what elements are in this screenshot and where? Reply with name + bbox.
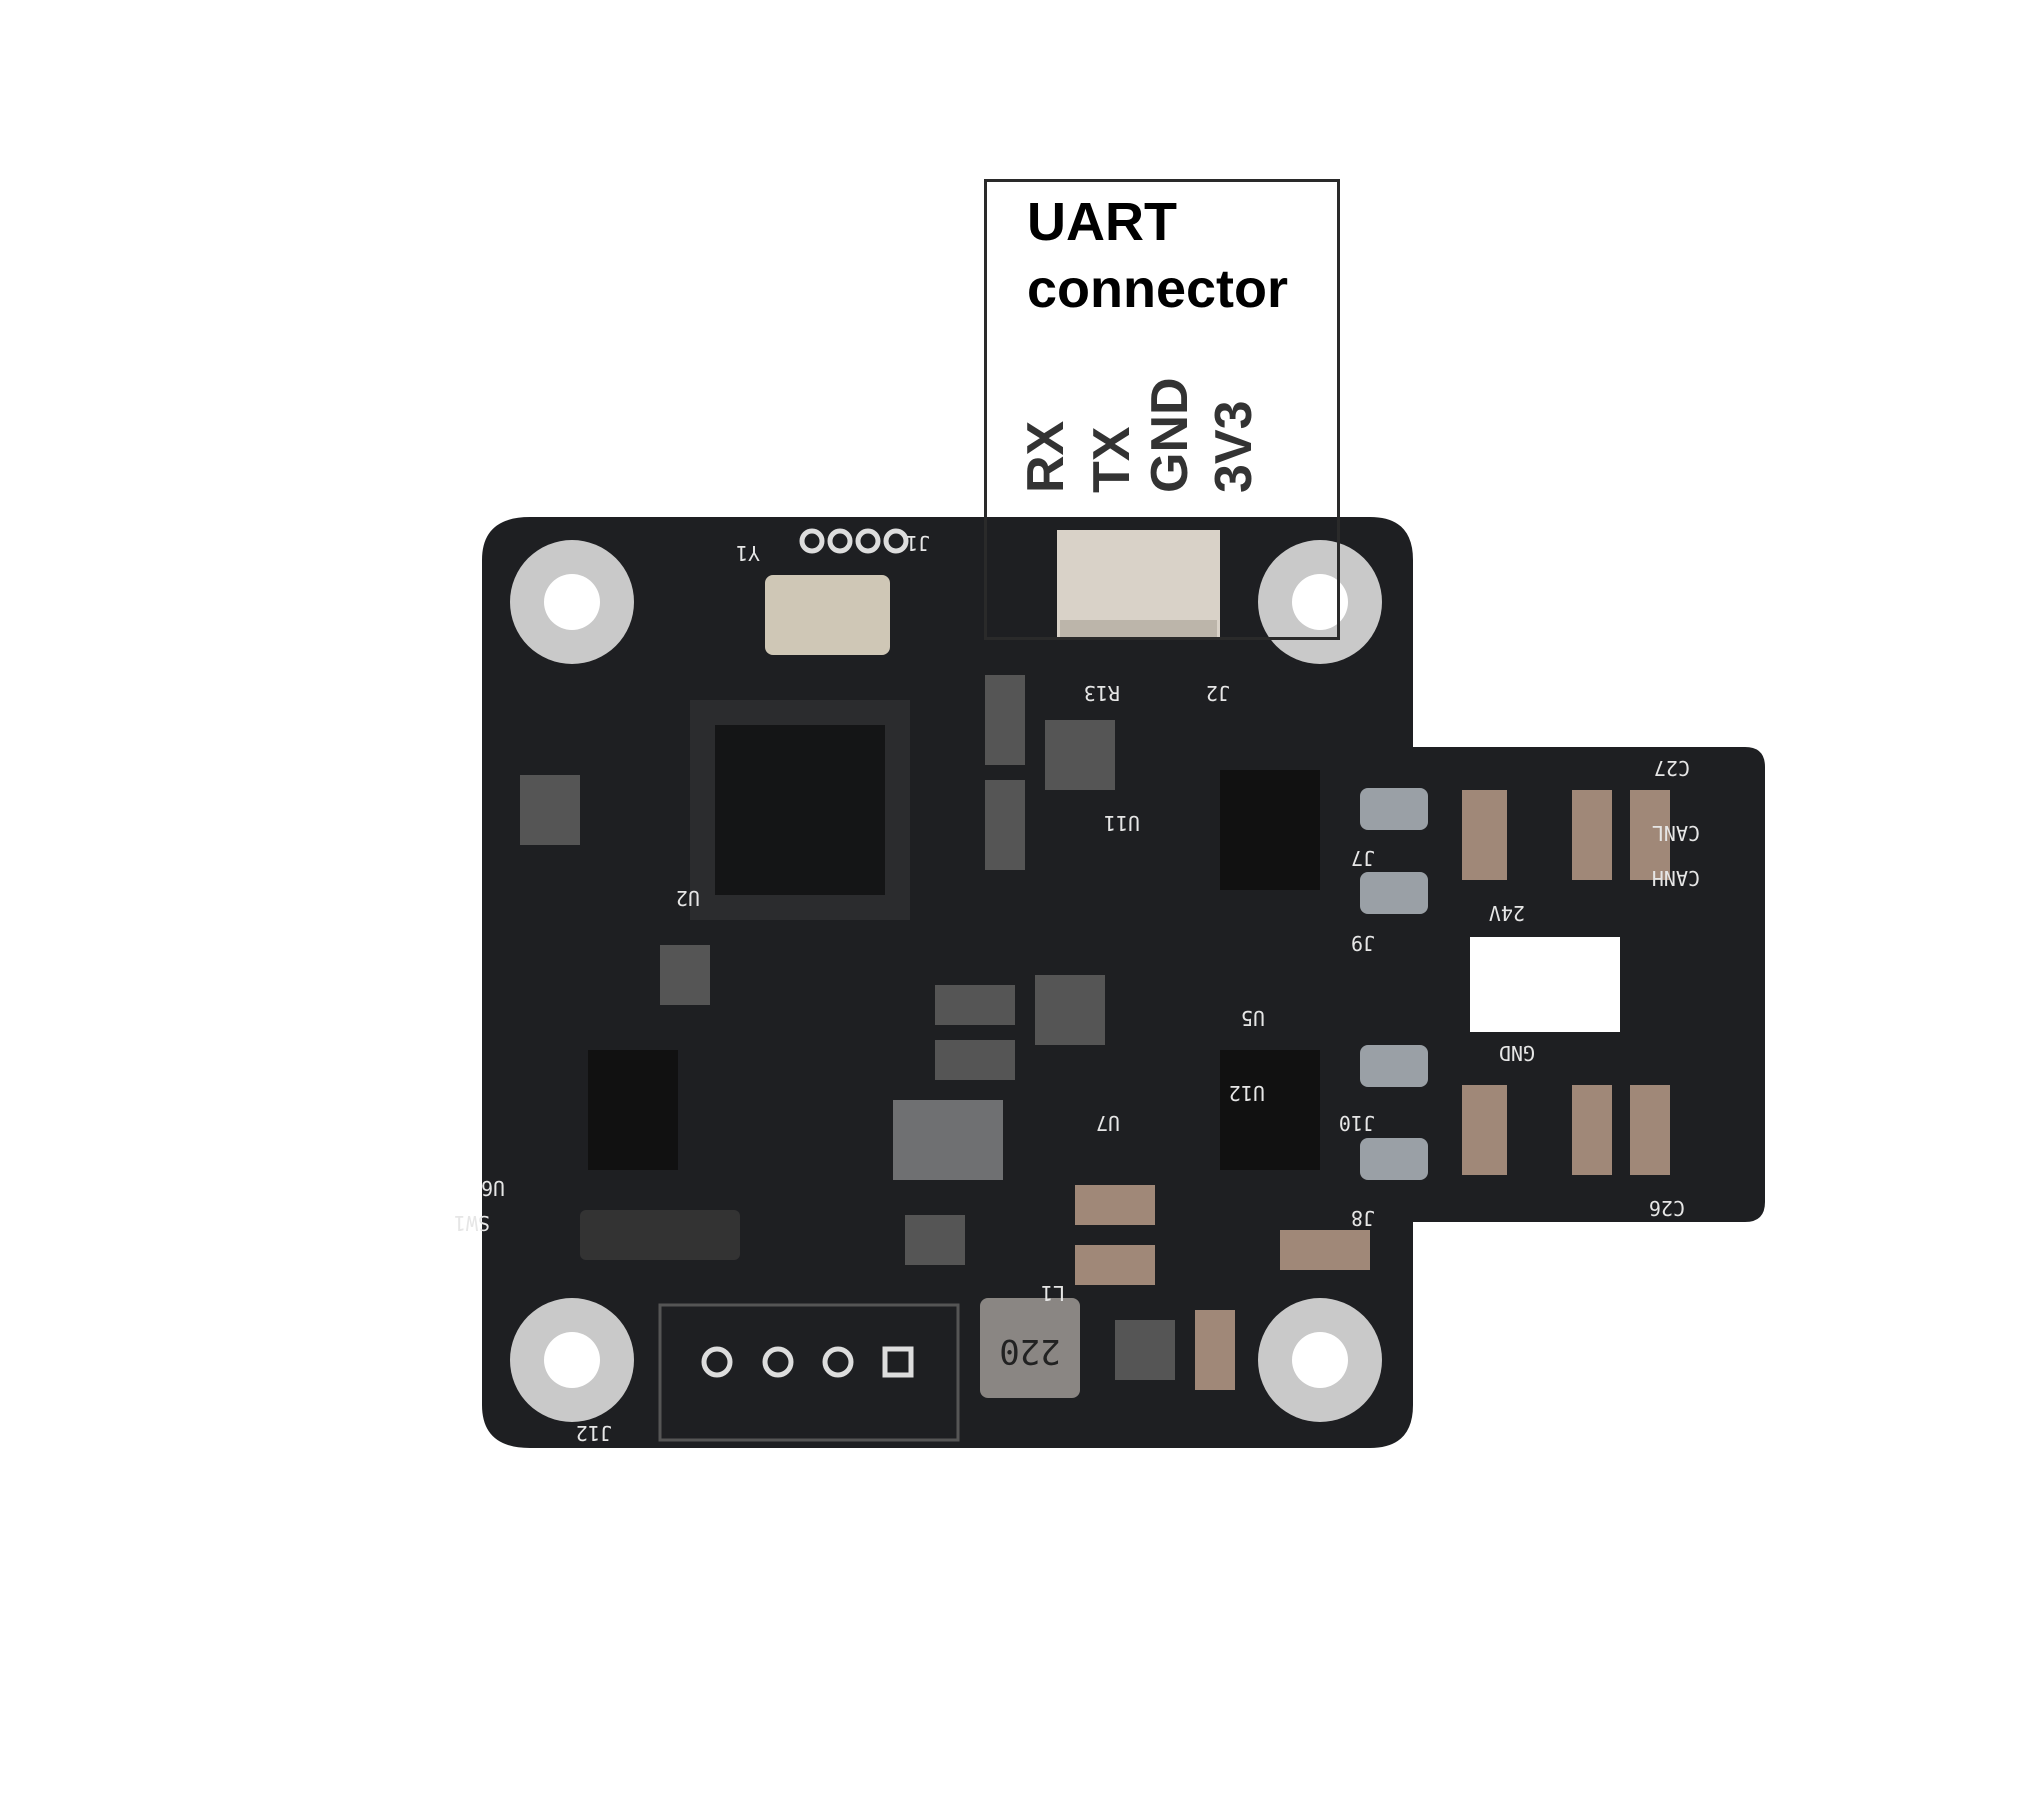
ic-u5 [1220, 770, 1320, 890]
board-slot [1470, 937, 1620, 1032]
silkscreen-label: U2 [676, 886, 700, 910]
connector-j12 [658, 1303, 960, 1442]
silkscreen-label: U12 [1229, 1081, 1265, 1105]
silkscreen-label: J12 [576, 1421, 612, 1445]
silkscreen-label: U5 [1241, 1006, 1265, 1030]
header-j1 [799, 528, 909, 554]
ic-gray [893, 1100, 1003, 1180]
silkscreen-label: U7 [1096, 1111, 1120, 1135]
silkscreen-label: R13 [1084, 681, 1120, 705]
silkscreen-label: Y1 [736, 541, 760, 565]
silkscreen-label: J9 [1351, 931, 1375, 955]
callout-title-line1: UART [1027, 192, 1177, 252]
tab-capacitors [1075, 790, 1670, 1390]
termination-switch [580, 1210, 740, 1260]
silkscreen-label: J2 [1206, 681, 1230, 705]
silkscreen-label: GND [1499, 1041, 1535, 1065]
uart-connector-j2 [1057, 530, 1220, 638]
callout-title-line2: connector [1027, 259, 1289, 319]
silkscreen-label: U11 [1104, 811, 1140, 835]
silkscreen-label: L1 [1041, 1281, 1065, 1305]
ic-u6 [588, 1050, 678, 1170]
mounting-holes [510, 540, 1382, 1422]
pin-label-rx: RX [1017, 420, 1075, 493]
ic-u12 [1220, 1050, 1320, 1170]
silkscreen-label: J1 [906, 531, 930, 555]
silkscreen-label: U6 [481, 1176, 505, 1200]
pin-label-gnd: GND [1141, 377, 1199, 493]
silkscreen-label: C27 [1654, 756, 1690, 780]
pin-label-tx: TX [1083, 426, 1141, 493]
pin-label-3v3: 3V3 [1205, 400, 1263, 493]
silkscreen-label: J7 [1351, 846, 1375, 870]
silkscreen-label: J8 [1351, 1206, 1375, 1230]
silkscreen-label: J10 [1339, 1111, 1375, 1135]
uart-callout-box [984, 179, 1340, 640]
silkscreen-label: CANL [1652, 821, 1700, 845]
inductor-marking: 220 [999, 1331, 1060, 1371]
silkscreen-label: CANH [1652, 866, 1700, 890]
silkscreen-label: SW1 [454, 1211, 490, 1235]
silkscreen-label: C26 [1649, 1196, 1685, 1220]
silkscreen-label: 24V [1489, 901, 1525, 925]
crystal-y1 [765, 575, 890, 655]
mcu-chip [690, 700, 910, 920]
small-components [520, 675, 1175, 1380]
inductor-l1: 220 [980, 1298, 1080, 1398]
test-pads [1360, 788, 1428, 1180]
